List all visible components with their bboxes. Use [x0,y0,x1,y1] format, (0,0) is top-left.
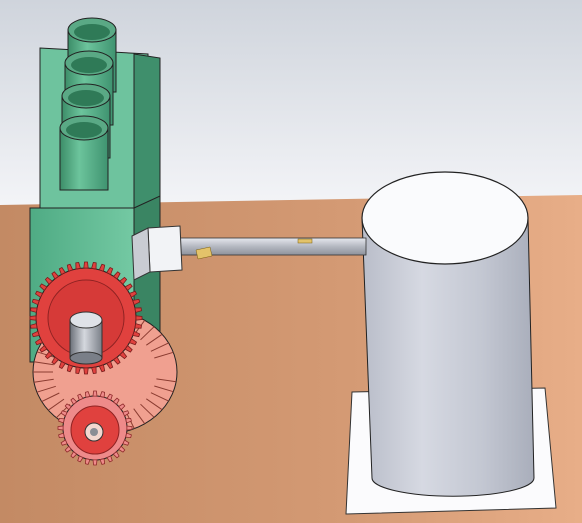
gear-tooth [91,262,97,270]
gear-tooth [39,283,48,291]
shaft-key-2 [195,246,213,260]
gear-tooth [75,262,81,270]
gear-tooth [64,445,72,453]
gear-hub [69,311,103,365]
bevel-tooth [133,408,146,424]
gear-tooth [99,391,106,398]
gear-tooth [51,356,59,365]
gear-tooth [84,458,91,465]
gear-tooth [126,425,133,431]
gear-tooth [57,425,64,431]
gear-tooth [118,403,126,411]
gear-tooth [91,366,97,374]
gear-tooth [125,417,132,424]
gear-tooth [106,266,114,276]
gear-tooth [31,298,40,306]
gear-tooth [58,360,66,370]
bevel-tooth [33,361,54,366]
bevel-tooth [146,333,163,346]
gear-tooth [34,338,44,346]
bevel-tooth [146,398,163,411]
gear-tooth [128,338,138,346]
shaft-key [297,238,313,244]
bevel-tooth [150,342,169,352]
gear-tooth [122,439,130,446]
gear-tooth [106,455,113,463]
cylinder-tube-4 [59,115,109,191]
gear-tooth [106,360,114,370]
gear-tooth [134,323,142,329]
gear-tooth [34,290,44,298]
gear-tooth [58,266,66,276]
gear-tooth [44,351,53,360]
gear-tooth [113,271,121,280]
gear-tooth [92,390,98,397]
storage-cylinder [361,171,535,497]
shaft-coupling [131,225,183,281]
bevel-tooth [41,392,60,403]
gear-tooth [98,364,106,373]
gear-tooth [39,345,48,353]
gear-tooth [134,307,142,313]
bevel-tooth [154,351,174,359]
gear-tooth [75,366,81,374]
gear-tooth [77,393,84,401]
gear-tooth [113,356,121,365]
gear-tooth [64,403,72,411]
gear-tooth [83,367,89,375]
gear-tooth [124,283,133,291]
bevel-tooth [156,378,177,383]
gear-tooth [132,330,141,338]
gear-tooth [70,397,78,405]
gear-tooth [128,290,138,298]
gear-tooth [44,276,53,285]
gear-tooth [99,458,106,465]
bevel-tooth [140,326,155,341]
gear-tooth [92,459,98,466]
bevel-tooth [36,385,56,393]
bevel-tooth [154,385,174,393]
gear-tooth [106,393,113,401]
gear-tooth [29,315,37,321]
gear-tooth [66,364,74,373]
bevel-tooth [48,398,65,411]
large-red-gear [29,261,143,375]
gear-tooth [122,410,130,417]
gear-tooth [125,432,132,439]
gear-tooth [124,345,133,353]
gear-tooth [30,323,38,329]
gear-tooth [51,271,59,280]
bevel-tooth [33,378,54,383]
gear-tooth [135,315,143,321]
gear-tooth [66,263,74,272]
gear-tooth [30,307,38,313]
gear-tooth [70,451,78,459]
gear-tooth [31,330,40,338]
small-red-gear [57,390,133,466]
gear-tooth [119,351,128,360]
gear-tooth [98,263,106,272]
bevel-tooth [140,403,155,418]
gear-tooth [84,391,91,398]
gear-tooth [83,261,89,269]
gear-tooth [58,432,65,439]
gear-tooth [119,276,128,285]
gear-tooth [58,417,65,424]
gear-tooth [132,298,141,306]
gear-tooth [112,451,120,459]
gear-tooth [112,397,120,405]
gear-tooth [118,445,126,453]
gear-tooth [60,439,68,446]
bevel-tooth [150,392,169,402]
gear-tooth [77,455,84,463]
gear-tooth [60,410,68,417]
